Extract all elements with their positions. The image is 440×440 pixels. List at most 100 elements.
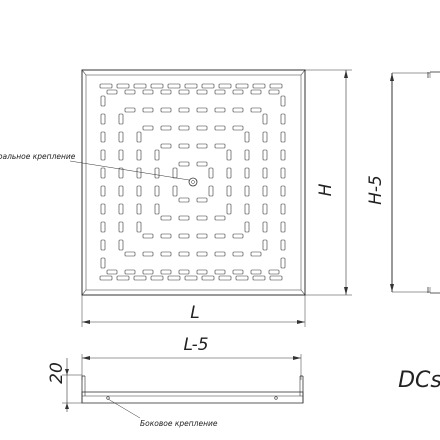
perforation-slot xyxy=(118,203,124,215)
perforation-slot xyxy=(214,143,226,149)
perforation-slot xyxy=(160,269,172,275)
perforation-slot xyxy=(178,269,190,275)
perforation-slot xyxy=(226,203,232,215)
perforation-slot xyxy=(262,167,268,179)
side-mount-hole-right xyxy=(274,396,278,400)
perforation-slot xyxy=(100,239,106,251)
side-mount-hole-left xyxy=(106,396,110,400)
perforation-slot xyxy=(154,167,160,179)
perforation-slot xyxy=(118,185,124,197)
perforation-slot xyxy=(201,83,215,89)
perforation-slot xyxy=(214,233,226,239)
dim-l-label: L xyxy=(190,303,199,323)
perforation-slot xyxy=(280,203,286,215)
perforation-slot xyxy=(172,185,178,197)
perforation-slot xyxy=(133,83,147,89)
perforation-slot xyxy=(142,125,154,131)
perforation-slot xyxy=(226,185,232,197)
perforation-slot xyxy=(160,107,172,113)
perforation-slot xyxy=(268,89,280,95)
perforation-slot xyxy=(136,149,142,161)
perforation-slot xyxy=(160,143,172,149)
perforation-slot xyxy=(208,185,214,197)
perforation-slot xyxy=(250,89,262,95)
perforation-slot xyxy=(160,89,172,95)
perforation-slot xyxy=(154,185,160,197)
perforation-slot xyxy=(262,113,268,125)
perforation-slot xyxy=(214,215,226,221)
perforation-slot xyxy=(252,83,266,89)
perforation-slot xyxy=(280,113,286,125)
perforation-slot xyxy=(262,185,268,197)
perforation-slot xyxy=(244,167,250,179)
dim-h-label: H xyxy=(316,183,336,196)
perforation-slot xyxy=(124,269,136,275)
perforation-slot xyxy=(116,275,130,281)
central-mount-hole xyxy=(188,177,198,187)
perforation-slot xyxy=(150,83,164,89)
perforation-slot xyxy=(142,251,154,257)
side-mount-leader xyxy=(107,398,141,419)
perforation-slot xyxy=(124,89,136,95)
perforation-slot xyxy=(196,125,208,131)
perforation-slot xyxy=(154,149,160,161)
perforation-slot xyxy=(218,275,232,281)
perforation-slot xyxy=(280,221,286,233)
perforation-slot xyxy=(184,275,198,281)
perforation-slot xyxy=(235,83,249,89)
perforation-slot xyxy=(196,251,208,257)
perforation-slot xyxy=(118,113,124,125)
perforation-slot xyxy=(142,269,154,275)
perforation-slot xyxy=(100,203,106,215)
perforation-slot xyxy=(178,89,190,95)
perforation-slot xyxy=(244,131,250,143)
perforation-slot xyxy=(136,131,142,143)
perforation-slot xyxy=(100,95,106,107)
perforation-slot xyxy=(100,257,106,269)
perforation-slot xyxy=(178,251,190,257)
side-view-vertical xyxy=(391,71,440,294)
perforation-slot xyxy=(178,215,190,221)
dim-20-label: 20 xyxy=(47,362,67,384)
perforation-slot xyxy=(269,83,283,89)
perforation-slot xyxy=(226,167,232,179)
central-mount-leader xyxy=(69,160,190,181)
perforation-slot xyxy=(160,251,172,257)
perforation-slot xyxy=(100,221,106,233)
plate-inner-edge xyxy=(85,74,302,291)
perforation-slot xyxy=(226,149,232,161)
perforation-slot xyxy=(232,233,244,239)
perforation-slot xyxy=(99,83,113,89)
perforation-slot xyxy=(136,203,142,215)
perforation-slot xyxy=(100,185,106,197)
plate-outline xyxy=(81,69,306,296)
perforation-slot xyxy=(160,233,172,239)
perforation-slot xyxy=(232,251,244,257)
perforation-slot xyxy=(262,203,268,215)
perforation-slot xyxy=(214,107,226,113)
perforation-slot xyxy=(201,275,215,281)
perforation-slots xyxy=(99,83,286,281)
perforation-slot xyxy=(244,185,250,197)
perforation-slot xyxy=(118,149,124,161)
perforation-slot xyxy=(250,107,262,113)
perforation-slot xyxy=(106,89,118,95)
perforation-slot xyxy=(218,83,232,89)
perforation-slot xyxy=(160,125,172,131)
perforation-slot xyxy=(232,89,244,95)
perforation-slot xyxy=(124,107,136,113)
perforation-slot xyxy=(136,185,142,197)
perforation-slot xyxy=(118,221,124,233)
product-code: DCs xyxy=(398,368,440,393)
perforation-slot xyxy=(214,269,226,275)
perforation-slot xyxy=(154,203,160,215)
perforation-slot xyxy=(118,239,124,251)
perforation-slot xyxy=(244,203,250,215)
perforation-slot xyxy=(136,167,142,179)
perforation-slot xyxy=(100,167,106,179)
perforation-slot xyxy=(184,83,198,89)
perforation-slot xyxy=(118,167,124,179)
perforation-slot xyxy=(232,269,244,275)
perforation-slot xyxy=(214,125,226,131)
perforation-slot xyxy=(269,275,283,281)
